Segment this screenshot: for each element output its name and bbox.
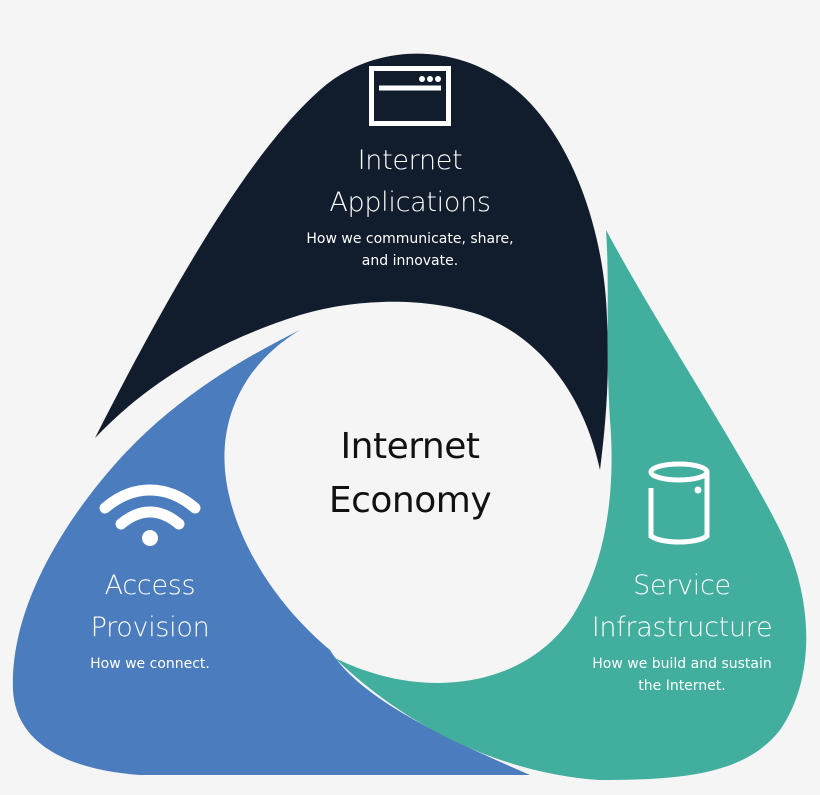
segment-title-line2: Provision — [90, 612, 210, 643]
segment-subtitle-line1: How we connect. — [90, 656, 210, 672]
center-title-line2: Economy — [328, 480, 492, 521]
segment-subtitle-line1: How we build and sustain — [592, 656, 772, 672]
server-cylinder-icon — [648, 461, 710, 545]
segment-title-line2: Infrastructure — [591, 612, 773, 643]
segment-access-provision: Access Provision How we connect. — [50, 565, 250, 675]
wifi-icon — [99, 484, 201, 546]
segment-subtitle-line2: and innovate. — [361, 253, 459, 269]
segment-subtitle-line2: the Internet. — [638, 678, 726, 694]
segment-title-line1: Internet — [357, 145, 463, 176]
segment-service-infrastructure: Service Infrastructure How we build and … — [572, 565, 792, 697]
segment-title-line1: Access — [104, 570, 196, 601]
segment-internet-applications-shape — [95, 53, 608, 470]
center-title: Internet Economy — [260, 420, 560, 528]
center-title-line1: Internet — [340, 426, 480, 467]
segment-title-line1: Service — [633, 570, 731, 601]
segment-service-infrastructure-shape — [335, 230, 807, 780]
browser-window-icon — [369, 66, 451, 126]
segment-internet-applications: Internet Applications How we communicate… — [260, 140, 560, 272]
segment-title-line2: Applications — [329, 187, 491, 218]
segment-subtitle-line1: How we communicate, share, — [306, 231, 514, 247]
segment-access-provision-shape — [12, 330, 530, 775]
